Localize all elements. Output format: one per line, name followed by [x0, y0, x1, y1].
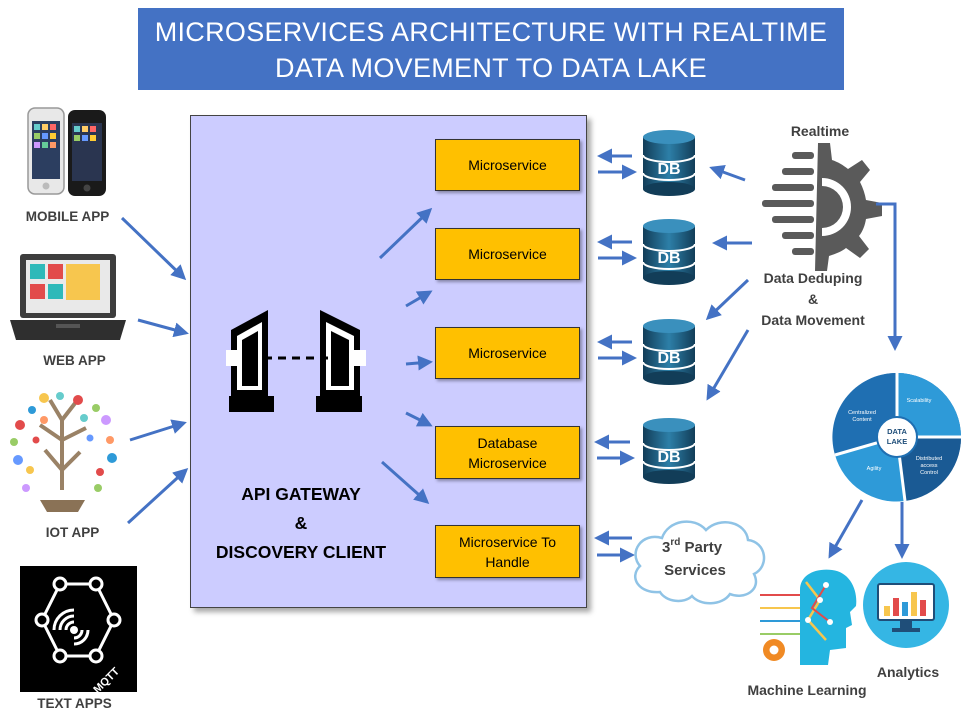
- microservice-label: Microservice: [468, 345, 547, 361]
- microservice-to-handle-label-2: Handle: [485, 553, 530, 570]
- machine-learning-icon: [760, 569, 857, 665]
- database-icon-2: DB: [642, 219, 696, 285]
- mobile-phones-icon: [27, 107, 106, 196]
- laptop-icon: [10, 254, 126, 340]
- data-lake-center-1: DATA: [887, 427, 907, 436]
- microservice-label: Microservice: [468, 157, 547, 173]
- gear-icon: [762, 143, 882, 271]
- microservice-to-handle-label-1: Microservice To: [459, 533, 556, 550]
- dedup-arrows: [705, 165, 903, 401]
- db-label: DB: [657, 449, 680, 466]
- api-gateway-label-2: &: [294, 513, 308, 533]
- data-lake-scalability: Scalability: [907, 398, 932, 404]
- microservice-to-handle-box: Microservice To Handle: [435, 525, 580, 578]
- data-lake-distributed-2: access: [920, 463, 937, 469]
- third-party-cloud-icon: 3rd Party Services: [634, 520, 766, 605]
- dedup-label-1: Data Deduping: [763, 270, 863, 286]
- third-party-sup: rd: [670, 537, 680, 548]
- microservice-label: Microservice: [468, 246, 547, 262]
- data-lake-centralized-2: Content: [852, 417, 872, 423]
- service-db-arrows: [594, 148, 637, 563]
- api-gateway-label: API GATEWAY & DISCOVERY CLIENT: [196, 480, 406, 567]
- client-arrows: [120, 216, 189, 525]
- mobile-app-label: MOBILE APP: [25, 209, 110, 224]
- db-label: DB: [657, 250, 680, 267]
- iot-tree-icon: [10, 392, 117, 512]
- database-microservice-label-2: Microservice: [468, 454, 547, 471]
- third-party-label-2: Services: [664, 562, 726, 579]
- title-line-2: DATA MOVEMENT TO DATA LAKE: [275, 53, 707, 83]
- dedup-label-3: Data Movement: [761, 312, 865, 328]
- third-party-label-1: 3rd Party: [662, 537, 723, 556]
- text-apps-label: TEXT APPS: [37, 696, 112, 711]
- database-microservice-box: Database Microservice: [435, 426, 580, 479]
- analytics-label: Analytics: [876, 664, 940, 680]
- web-app-label: WEB APP: [43, 353, 106, 368]
- data-lake-icon: DATA LAKE Scalability Centralized Conten…: [832, 372, 962, 502]
- data-lake-centralized-1: Centralized: [848, 410, 876, 416]
- api-gateway-label-1: API GATEWAY: [241, 484, 361, 504]
- dedup-label: Data Deduping & Data Movement: [748, 268, 878, 331]
- title-line-1: MICROSERVICES ARCHITECTURE WITH REALTIME: [154, 17, 828, 47]
- gateway-servers-icon: [226, 310, 366, 412]
- third-party-word: Party: [680, 539, 722, 556]
- database-icon-3: DB: [642, 319, 696, 385]
- microservice-box-3: Microservice: [435, 327, 580, 379]
- database-microservice-label-1: Database: [477, 434, 538, 451]
- machine-learning-label: Machine Learning: [747, 682, 867, 698]
- realtime-label: Realtime: [790, 123, 850, 139]
- iot-app-label: IOT APP: [45, 525, 100, 540]
- data-lake-center-2: LAKE: [887, 437, 907, 446]
- analytics-icon: [863, 562, 949, 648]
- data-lake-distributed-3: Control: [920, 470, 938, 476]
- mqtt-logo-icon: MQTT: [20, 566, 137, 696]
- db-label: DB: [657, 350, 680, 367]
- database-icon-4: DB: [642, 418, 696, 484]
- microservice-box-2: Microservice: [435, 228, 580, 280]
- api-gateway-label-3: DISCOVERY CLIENT: [215, 542, 387, 562]
- microservice-box-1: Microservice: [435, 139, 580, 191]
- diagram-title: MICROSERVICES ARCHITECTURE WITH REALTIME…: [138, 8, 844, 90]
- data-lake-agility: Agility: [867, 466, 882, 472]
- third-party-number: 3: [662, 539, 670, 556]
- db-label: DB: [657, 161, 680, 178]
- gateway-service-arrows: [378, 207, 433, 504]
- data-lake-distributed-1: Distributed: [916, 456, 942, 462]
- database-icon-1: DB: [642, 130, 696, 196]
- output-arrows: [828, 499, 910, 559]
- dedup-label-2: &: [807, 291, 819, 307]
